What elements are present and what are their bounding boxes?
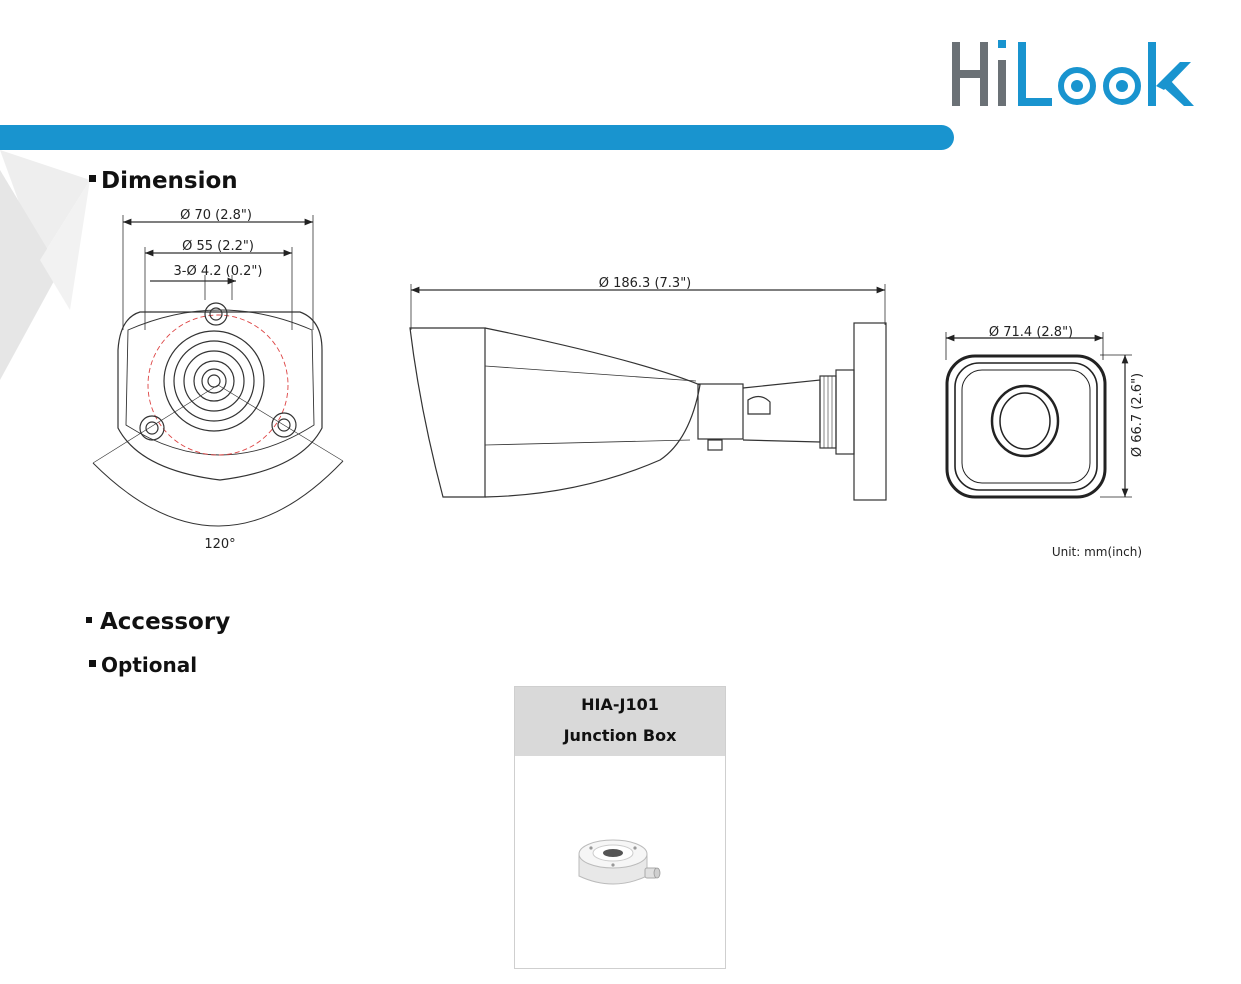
optional-heading: Optional xyxy=(89,653,197,677)
watermark-shape xyxy=(0,150,90,380)
dimension-heading: Dimension xyxy=(89,168,238,194)
accessory-card-header: HIA-J101 Junction Box xyxy=(515,687,725,756)
header-bar xyxy=(0,125,954,150)
accessory-heading: Accessory xyxy=(86,609,230,635)
rear-width-label: Ø 71.4 (2.8") xyxy=(989,325,1073,340)
front-view xyxy=(92,215,344,527)
mount-holes-label: 3-Ø 4.2 (0.2") xyxy=(174,264,263,279)
junction-box-image xyxy=(578,839,661,885)
side-length-label: Ø 186.3 (7.3") xyxy=(599,276,692,291)
accessory-model: HIA-J101 xyxy=(581,695,659,714)
rear-height-label: Ø 66.7 (2.6") xyxy=(1130,373,1145,457)
bullet-icon xyxy=(89,175,96,182)
accessory-card: HIA-J101 Junction Box xyxy=(514,686,726,969)
front-inner-diameter-label: Ø 55 (2.2") xyxy=(182,239,254,254)
accessory-name: Junction Box xyxy=(563,726,677,745)
unit-label: Unit: mm(inch) xyxy=(1051,545,1142,559)
dimension-drawing: Ø 70 (2.8") Ø 55 (2.2") 3-Ø 4.2 (0.2") 1… xyxy=(92,208,1145,552)
front-outer-diameter-label: Ø 70 (2.8") xyxy=(180,208,252,223)
bullet-icon xyxy=(89,660,96,667)
rotation-angle-label: 120° xyxy=(204,537,235,552)
rear-view xyxy=(945,332,1132,499)
side-view xyxy=(409,284,887,501)
bullet-icon xyxy=(86,616,92,623)
hilook-logo xyxy=(952,40,1194,106)
